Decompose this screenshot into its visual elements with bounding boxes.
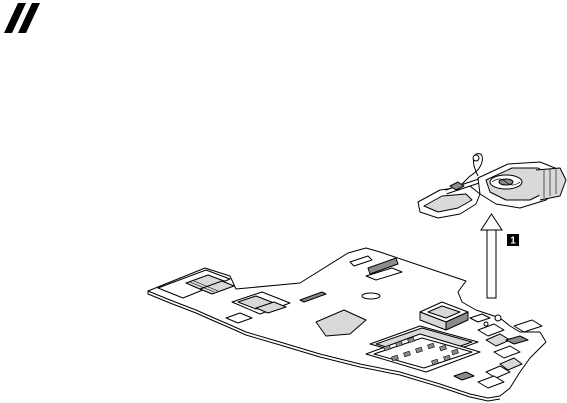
system-board xyxy=(148,248,546,401)
fan-heatsink-assembly xyxy=(418,154,566,218)
step-marker: 1 xyxy=(507,234,519,247)
step-marker-label: 1 xyxy=(510,236,516,247)
up-arrow-icon xyxy=(481,214,502,298)
board-hole xyxy=(362,293,380,299)
